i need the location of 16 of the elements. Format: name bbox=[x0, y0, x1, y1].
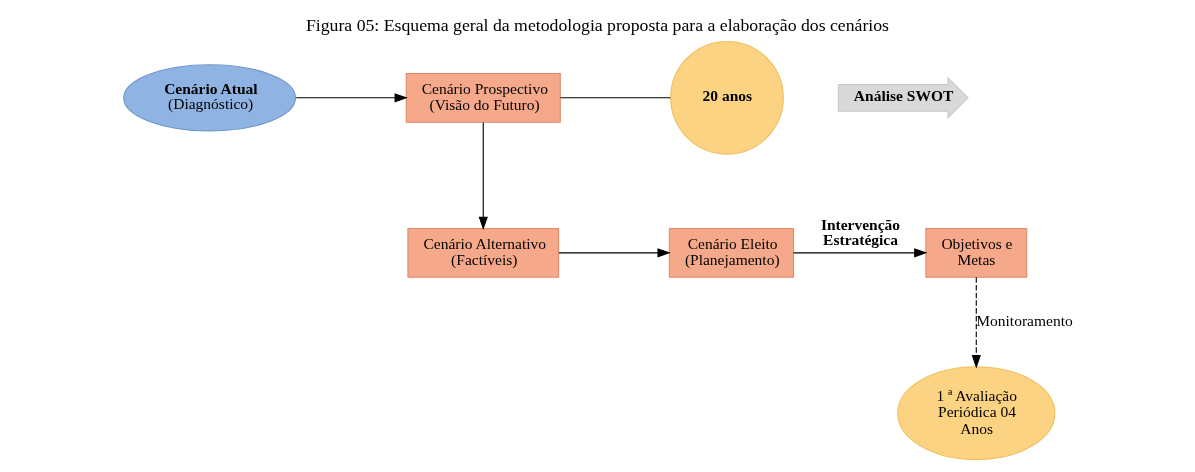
node-ellipse: Cenário Atual (Diagnóstico) bbox=[123, 64, 297, 132]
node-box: Objetivos e Metas bbox=[925, 227, 1028, 278]
node-box: Cenário Prospectivo (Visão do Futuro) bbox=[405, 72, 561, 123]
node-ellipse: 1 ª Avaliação Periódica 04 Anos bbox=[897, 366, 1056, 461]
arrow bbox=[793, 248, 928, 258]
edge-label: Intervenção Estratégica bbox=[820, 215, 901, 249]
node-box: Cenário Alternativo (Factíveis) bbox=[407, 227, 560, 278]
diagram-title: Figura 05: Esquema geral da metodologia proposta para a elaboração dos cenários bbox=[305, 15, 890, 36]
edge-label: Monitoramento bbox=[976, 312, 1073, 330]
arrow bbox=[295, 93, 408, 103]
node-circle: 20 anos bbox=[670, 40, 784, 155]
arrow bbox=[971, 276, 981, 369]
connector bbox=[559, 97, 671, 99]
arrow bbox=[478, 121, 488, 231]
arrow bbox=[558, 248, 671, 258]
node-box: Cenário Eleito (Planejamento) bbox=[668, 227, 795, 278]
